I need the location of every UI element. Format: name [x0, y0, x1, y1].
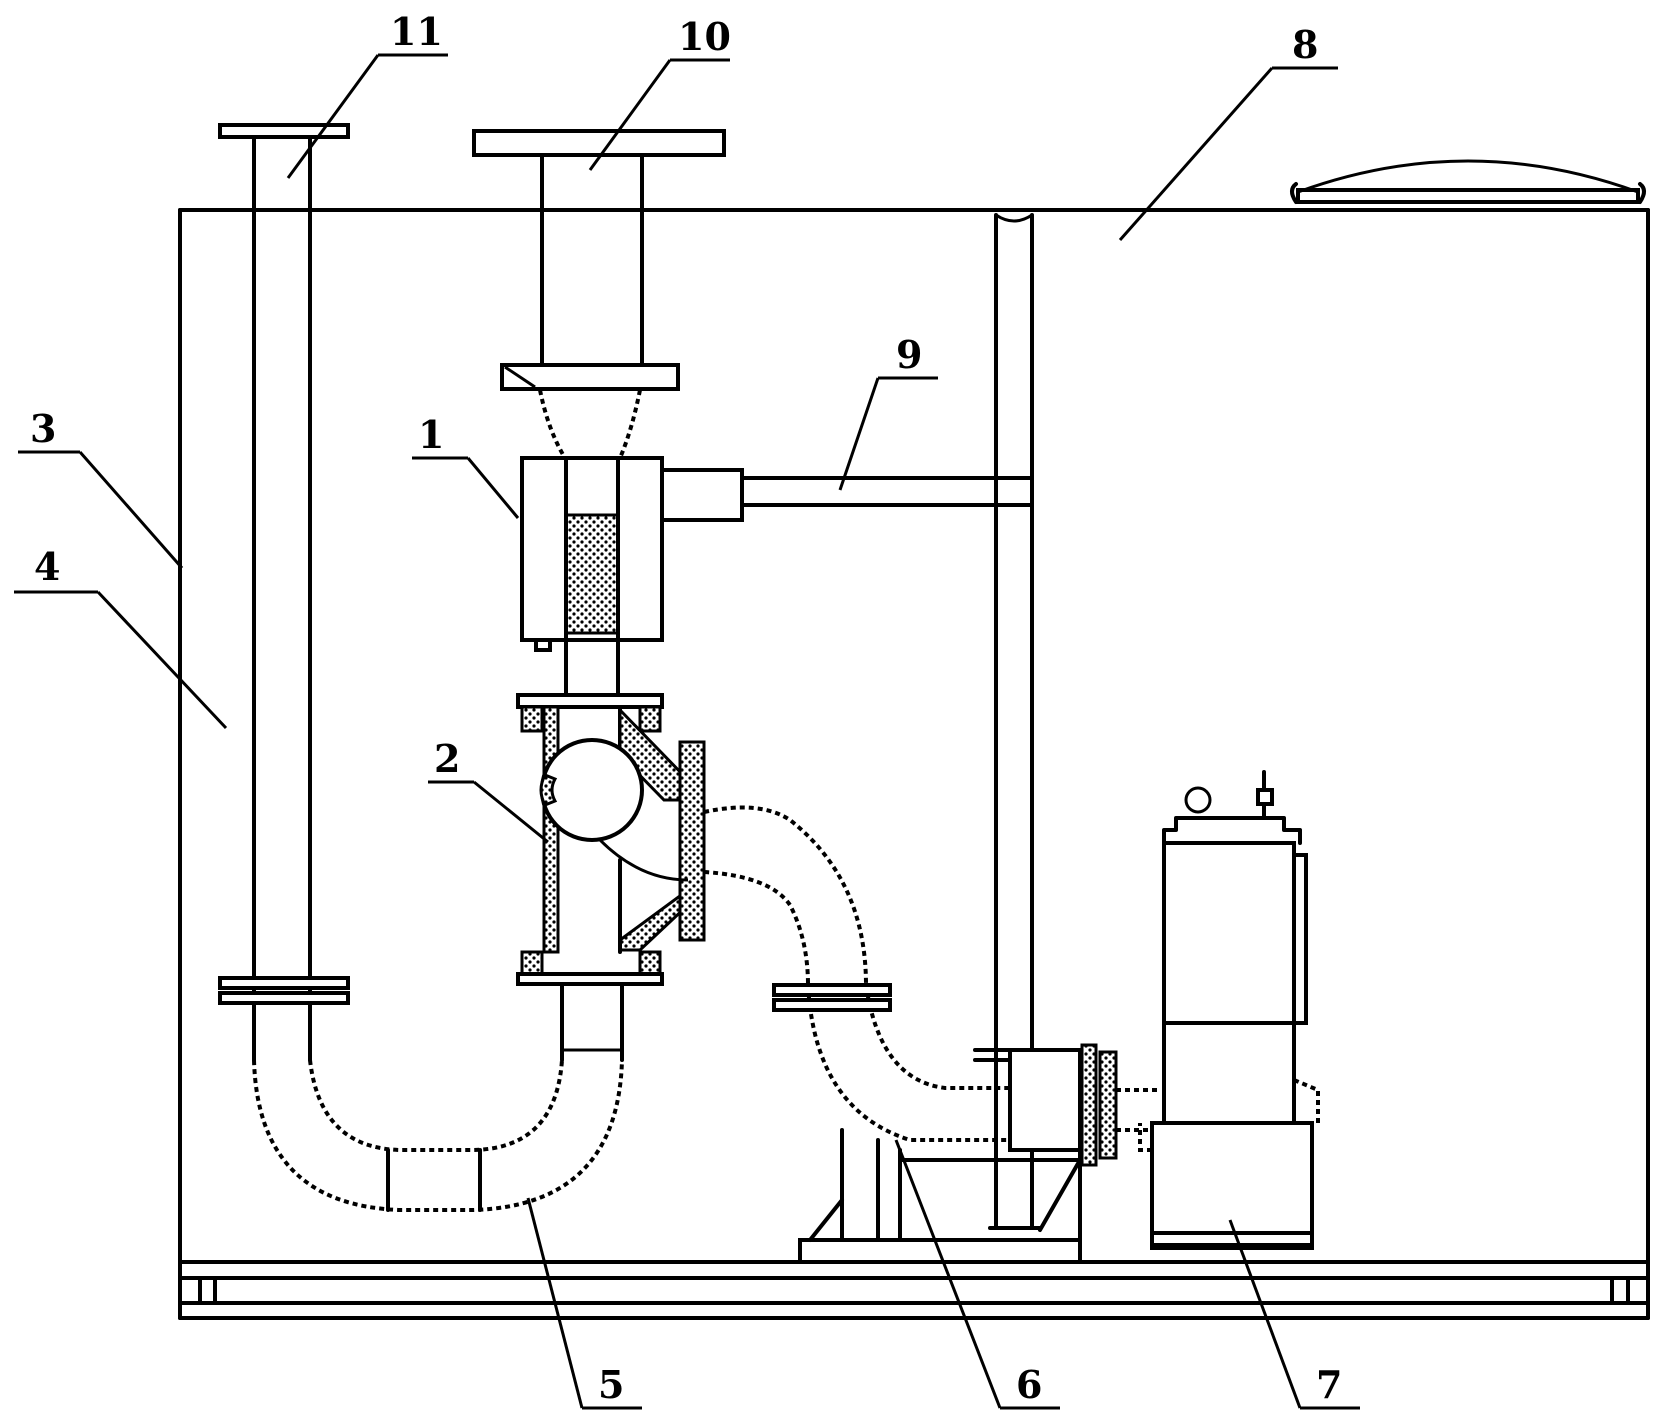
- outlet-pipe: [472, 129, 726, 460]
- callout-10: 10: [678, 14, 731, 59]
- callout-3: 3: [30, 406, 56, 451]
- submersible-pump: [1138, 770, 1320, 1250]
- callout-8: 8: [1292, 22, 1318, 67]
- vent-pipe: [218, 123, 350, 1062]
- callout-6: 6: [1016, 1362, 1042, 1407]
- callout-4: 4: [34, 544, 60, 589]
- connecting-rod: [740, 476, 1034, 507]
- u-bend-pipe: [252, 982, 624, 1212]
- check-valve: [516, 693, 706, 986]
- leader-lines: [14, 53, 1360, 1410]
- callout-9: 9: [896, 332, 922, 377]
- callout-5: 5: [598, 1362, 624, 1407]
- callout-1: 1: [418, 412, 444, 457]
- s-bend-pipe: [703, 805, 1160, 1167]
- callout-11: 11: [390, 9, 443, 54]
- manhole-cover: [1290, 159, 1646, 204]
- callout-7: 7: [1316, 1362, 1342, 1407]
- tank-outline: [178, 208, 1650, 1320]
- filter-housing: [520, 456, 744, 697]
- callout-2: 2: [434, 736, 460, 781]
